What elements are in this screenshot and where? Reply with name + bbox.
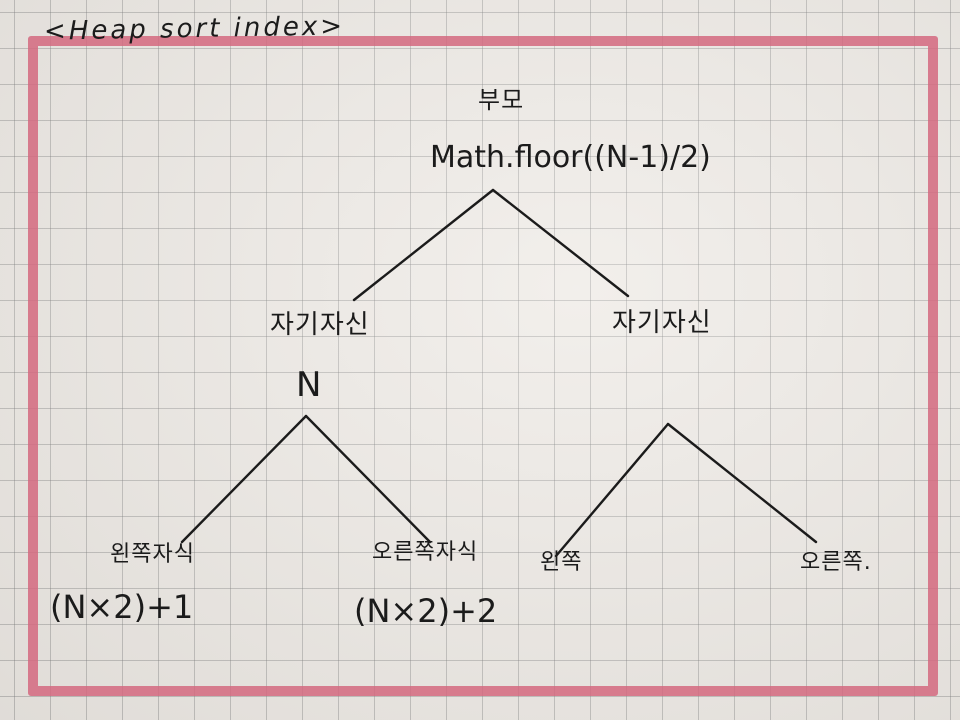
edge-right-self-to-left <box>554 422 670 558</box>
left-child-index-formula: (N×2)+1 <box>50 588 194 626</box>
left-self-node-label: 자기자신 <box>270 310 370 340</box>
edge-n-to-right-child <box>304 414 432 544</box>
diagram-title: <Heap sort index> <box>43 11 346 47</box>
left-child-label: 왼쪽자식 <box>110 542 195 567</box>
right-subtree-right-child-label: 오른쪽. <box>800 550 872 575</box>
right-subtree-left-child-label: 왼쪽 <box>540 550 583 575</box>
parent-index-formula: Math.floor((N-1)/2) <box>430 140 711 175</box>
right-self-node-label: 자기자신 <box>612 308 712 338</box>
edge-n-to-left-child <box>180 414 308 544</box>
right-child-label: 오른쪽자식 <box>372 540 479 565</box>
edge-right-self-to-right <box>666 422 818 544</box>
edge-root-to-right-self <box>491 188 630 298</box>
right-child-index-formula: (N×2)+2 <box>354 592 498 630</box>
self-index-symbol: N <box>296 365 323 405</box>
parent-node-label: 부모 <box>478 86 525 114</box>
edge-root-to-left-self <box>352 188 495 302</box>
pink-border-frame <box>28 36 938 696</box>
